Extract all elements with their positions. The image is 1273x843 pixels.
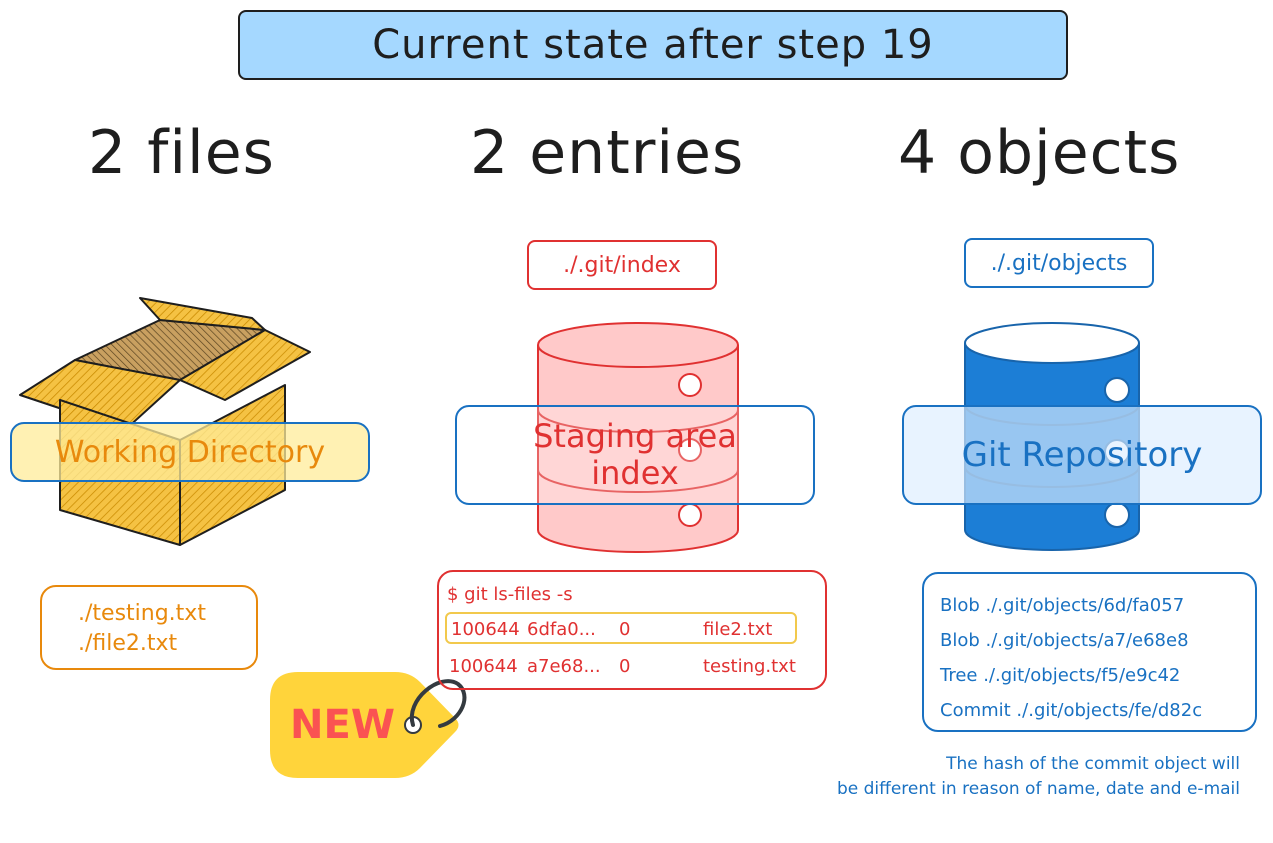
staging-area-label-line1: Staging area — [533, 417, 737, 456]
list-item: Blob ./.git/objects/6d/fa057 — [940, 595, 1185, 616]
staging-area-label: Staging area index — [455, 405, 815, 505]
staging-cylinder-icon — [537, 322, 739, 553]
new-badge-label: NEW — [290, 702, 395, 748]
staging-area-label-line2: index — [591, 454, 679, 492]
git-repository-label: Git Repository — [902, 405, 1262, 505]
diagram-title: Current state after step 19 — [238, 10, 1068, 80]
new-badge-icon — [270, 672, 467, 778]
ls-files-command: $ git ls-files -s — [447, 584, 573, 605]
note-line-2: be different in reason of name, date and… — [836, 779, 1240, 799]
commit-hash-note: The hash of the commit object will be di… — [837, 752, 1240, 802]
list-item: Commit ./.git/objects/fe/d82c — [940, 700, 1203, 721]
table-row: 100644 a7e68... 0 testing.txt — [447, 656, 817, 680]
entry-filename: testing.txt — [703, 656, 796, 677]
working-directory-label: Working Directory — [10, 422, 370, 482]
index-path-tag: ./.git/index — [527, 240, 717, 290]
files-count-heading: 2 files — [88, 118, 275, 188]
table-row: 100644 6dfa0... 0 file2.txt — [445, 612, 797, 644]
entries-count-heading: 2 entries — [470, 118, 745, 188]
note-line-1: The hash of the commit object will — [946, 754, 1240, 774]
entry-filename: file2.txt — [703, 619, 773, 640]
repository-objects-list: Blob ./.git/objects/6d/fa057 Blob ./.git… — [922, 572, 1257, 732]
entry-mode: 100644 — [449, 656, 518, 677]
list-item: Blob ./.git/objects/a7/e68e8 — [940, 630, 1189, 651]
entry-hash: a7e68... — [527, 656, 601, 677]
objects-count-heading: 4 objects — [898, 118, 1181, 188]
entry-stage: 0 — [619, 656, 631, 677]
list-item: Tree ./.git/objects/f5/e9c42 — [940, 665, 1181, 686]
objects-path-tag: ./.git/objects — [964, 238, 1154, 288]
entry-mode: 100644 — [451, 619, 520, 640]
list-item: ./file2.txt — [78, 631, 178, 656]
list-item: ./testing.txt — [78, 601, 206, 626]
working-directory-files: ./testing.txt ./file2.txt — [40, 585, 258, 670]
entry-hash: 6dfa0... — [527, 619, 596, 640]
entry-stage: 0 — [619, 619, 631, 640]
ls-files-output: $ git ls-files -s 100644 6dfa0... 0 file… — [437, 570, 827, 690]
